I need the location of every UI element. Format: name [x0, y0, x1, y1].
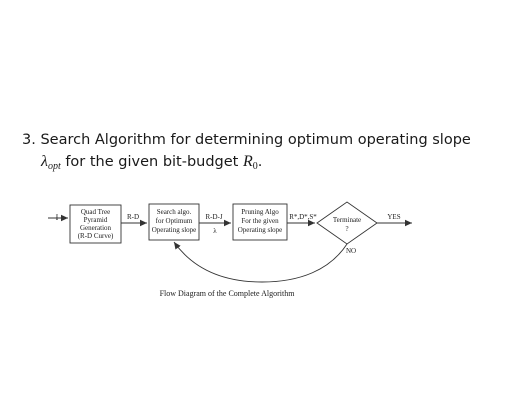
quad-tree-box	[69, 204, 122, 244]
lambda-opt-symbol: λopt	[41, 153, 61, 172]
edge-rdj-label: R-D-J	[205, 213, 222, 221]
bit-budget-symbol: R0	[242, 153, 258, 172]
pruning-algo-box	[232, 203, 288, 241]
terminate-decision-line-2: ?	[345, 225, 348, 233]
quad-tree-box-line-4: (R-D Curve)	[78, 232, 114, 240]
heading-line-2-end: .	[257, 154, 263, 170]
search-algo-box	[148, 203, 200, 241]
heading-line-1-text: Search Algorithm for determining optimum…	[40, 132, 471, 148]
heading-line-2: λopt for the given bit-budget R0.	[22, 151, 502, 177]
diagram-caption: Flow Diagram of the Complete Algorithm	[160, 289, 296, 298]
pruning-algo-box-line-1: Pruning Algo	[241, 208, 279, 216]
edge-rds-label: R*,D*,S*	[289, 213, 317, 221]
terminate-decision-line-1: Terminate	[333, 216, 361, 224]
heading-line-1: 3. Search Algorithm for determining opti…	[22, 130, 502, 151]
no-label: NO	[346, 247, 356, 255]
heading-line-2-text: for the given bit-budget	[60, 154, 243, 170]
pruning-algo-box-line-2: For the given	[241, 217, 279, 225]
edge-lambda-label: λ	[213, 227, 217, 235]
no-feedback-arrow	[173, 241, 348, 283]
search-algo-box-line-1: Search algo.	[157, 208, 192, 216]
quad-tree-box-line-2: Pyramid	[84, 216, 108, 224]
search-algo-box-line-3: Operating slope	[152, 226, 197, 234]
quad-tree-box-line-3: Generation	[80, 224, 112, 232]
quad-tree-box-line-1: Quad Tree	[81, 208, 110, 216]
heading-number: 3.	[22, 132, 36, 148]
edge-rd-label: R-D	[127, 213, 139, 221]
input-label: I	[56, 213, 59, 222]
yes-label: YES	[387, 213, 400, 221]
section-heading: 3. Search Algorithm for determining opti…	[22, 130, 502, 177]
pruning-algo-box-line-3: Operating slope	[238, 226, 283, 234]
search-algo-box-line-2: for Optimum	[156, 217, 193, 225]
